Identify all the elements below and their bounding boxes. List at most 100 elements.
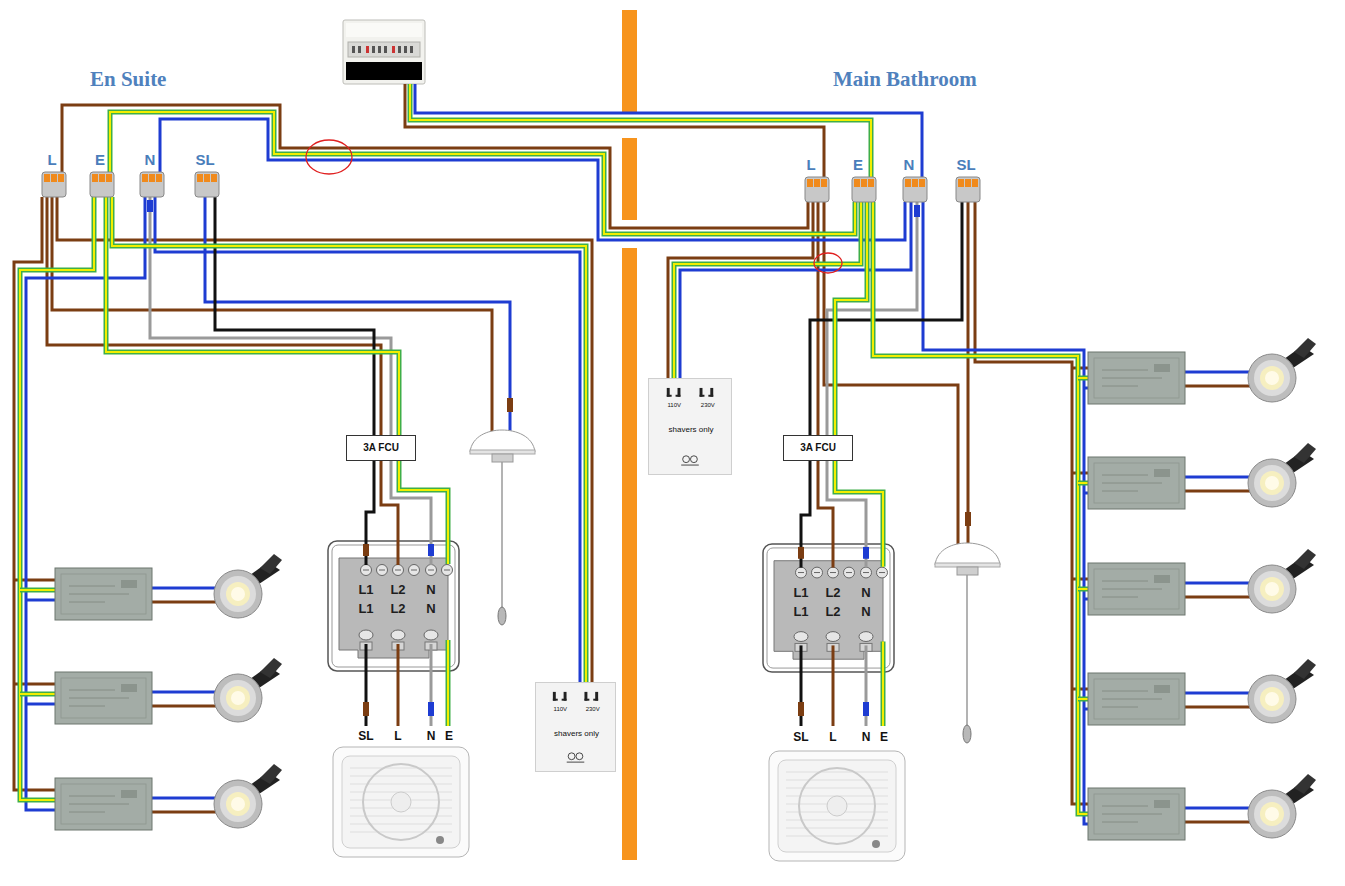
switch-body	[881, 543, 886, 567]
black-wire	[365, 672, 368, 726]
wire-sleeve	[428, 702, 434, 716]
terminal-marking: N	[861, 605, 870, 620]
switch-body	[379, 570, 385, 571]
consumer-unit	[358, 46, 361, 53]
grey-wire	[150, 197, 391, 435]
socket-face	[576, 753, 583, 760]
brown-wire	[975, 202, 1088, 804]
switch-body	[430, 644, 433, 672]
blue-wire	[152, 797, 216, 800]
blue-wire	[152, 587, 216, 590]
earth-wire	[20, 84, 1088, 814]
led-driver	[55, 352, 1185, 840]
terminal-marking: L2	[825, 586, 840, 601]
blue-wire	[415, 84, 922, 177]
terminal-marking: N	[426, 583, 435, 598]
switch-body	[428, 570, 434, 571]
earth-wire	[835, 461, 883, 543]
switch-body	[774, 561, 883, 659]
shaver-socket: 110V230Vshavers only	[535, 682, 616, 772]
switch-body	[863, 572, 869, 573]
earth-wire	[835, 202, 867, 435]
blue-wire	[680, 202, 911, 378]
wago-connector	[90, 172, 114, 197]
fan-terminal-label: L	[394, 730, 401, 744]
earth-wire	[399, 461, 448, 540]
consumer-unit	[346, 23, 422, 37]
downlight	[1248, 774, 1316, 838]
wago-connector	[956, 177, 980, 202]
switch-body	[865, 645, 868, 673]
consumer-unit	[346, 62, 422, 80]
switch-body	[828, 567, 839, 578]
wago-connector	[51, 174, 57, 182]
brown-wire	[152, 811, 216, 814]
socket-marking: shavers only	[554, 729, 599, 738]
socket-face	[562, 699, 567, 701]
downlight	[1248, 338, 1316, 402]
grey-wire	[430, 672, 433, 726]
wago-connector	[142, 174, 148, 182]
fan-terminal-label: N	[427, 730, 436, 744]
switch-body	[359, 630, 373, 640]
earth-wire	[20, 588, 55, 593]
blue-wire	[1084, 387, 1088, 390]
earth-wire	[112, 197, 586, 682]
earth-wire	[20, 692, 55, 697]
downlight	[214, 554, 282, 618]
switch-body	[798, 547, 804, 559]
switch-body	[332, 545, 455, 667]
wago-connector	[807, 179, 813, 187]
wago-connector	[912, 179, 918, 187]
blue-wire	[923, 202, 1088, 824]
pull-cord-switch	[470, 430, 535, 452]
terminal-label: SL	[195, 151, 214, 168]
socket-face	[536, 683, 615, 771]
pull-cord-switch	[935, 563, 1000, 567]
brown-wire	[1185, 385, 1250, 388]
earth-wire	[1078, 482, 1088, 484]
extractor-fan	[333, 747, 905, 861]
earth-wire	[1078, 481, 1088, 486]
consumer-unit	[343, 20, 425, 84]
wago-connector	[905, 179, 911, 187]
terminal-label: N	[904, 156, 915, 173]
switch-body	[800, 645, 803, 673]
led-driver	[1088, 788, 1185, 840]
earth-wire	[20, 693, 55, 695]
terminal-marking: L1	[793, 586, 808, 601]
earth-wire	[410, 84, 871, 177]
switch-body	[426, 565, 437, 576]
switch-body	[424, 630, 438, 640]
terminal-marking: L2	[825, 605, 840, 620]
wago-connector	[156, 174, 162, 182]
wago-connector	[868, 179, 874, 187]
led-driver	[1088, 563, 1185, 615]
highlight-circle	[306, 140, 842, 273]
socket-face	[690, 456, 697, 463]
earth-wire	[399, 461, 448, 540]
led-driver	[55, 568, 152, 620]
terminal-marking: L2	[390, 602, 405, 617]
terminal-label: L	[806, 156, 815, 173]
earth-wire	[447, 672, 449, 726]
socket-face	[593, 699, 598, 701]
blue-wire	[1185, 476, 1250, 479]
fcu-label: 3A FCU	[363, 442, 399, 454]
socket-face	[567, 762, 585, 763]
switch-body	[365, 644, 368, 672]
switch-body	[877, 567, 888, 578]
brown-wire	[1185, 596, 1250, 599]
switch-body	[446, 640, 451, 672]
pull-cord-switch	[501, 462, 503, 608]
switch-body	[328, 541, 459, 671]
terminal-label: N	[145, 151, 156, 168]
downlight	[214, 658, 282, 722]
blue-wire	[1185, 371, 1250, 374]
terminal-marking: N	[426, 602, 435, 617]
switch-body	[794, 632, 808, 642]
fan-terminal-label: SL	[793, 731, 808, 745]
wago-connector	[58, 174, 64, 182]
terminal-marking: L1	[793, 605, 808, 620]
switch-body	[339, 558, 448, 658]
